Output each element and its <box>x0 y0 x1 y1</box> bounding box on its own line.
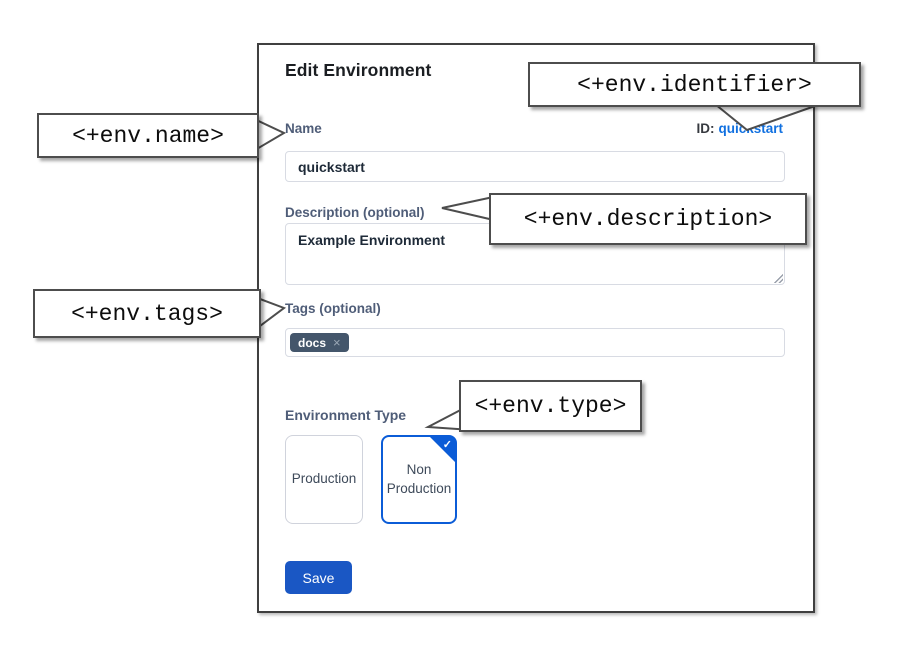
callout-identifier-tail <box>709 99 833 132</box>
tags-input[interactable]: docs × <box>285 328 785 357</box>
save-button[interactable]: Save <box>285 561 352 594</box>
tags-label: Tags (optional) <box>285 301 381 316</box>
tag-remove-icon[interactable]: × <box>333 335 341 350</box>
env-type-card-production[interactable]: Production <box>285 435 363 524</box>
env-type-card-non-production[interactable]: Non Production ✓ <box>381 435 457 524</box>
tag-chip-label: docs <box>298 335 327 350</box>
env-type-card-production-label: Production <box>291 471 357 487</box>
callout-env-description: <+env.description> <box>489 193 807 245</box>
dialog-title: Edit Environment <box>285 60 432 80</box>
selected-corner-flag <box>429 436 456 463</box>
callout-env-name: <+env.name> <box>37 113 259 158</box>
edit-environment-dialog: Edit Environment Name ID:quickstart Desc… <box>257 43 815 613</box>
name-input[interactable] <box>285 151 785 182</box>
callout-env-type: <+env.type> <box>459 380 642 432</box>
resize-grip-icon[interactable] <box>773 273 783 283</box>
environment-type-options: Production Non Production ✓ <box>285 435 457 524</box>
tag-chip: docs × <box>290 333 349 352</box>
environment-type-label: Environment Type <box>285 407 407 423</box>
description-label: Description (optional) <box>285 205 425 220</box>
callout-env-tags: <+env.tags> <box>33 289 261 338</box>
id-label: ID: <box>696 121 715 136</box>
callout-description-tail <box>441 195 499 222</box>
check-icon: ✓ <box>442 439 452 451</box>
callout-env-identifier: <+env.identifier> <box>528 62 861 107</box>
env-type-card-non-production-label: Non Production <box>386 462 452 496</box>
name-label: Name <box>285 121 322 136</box>
